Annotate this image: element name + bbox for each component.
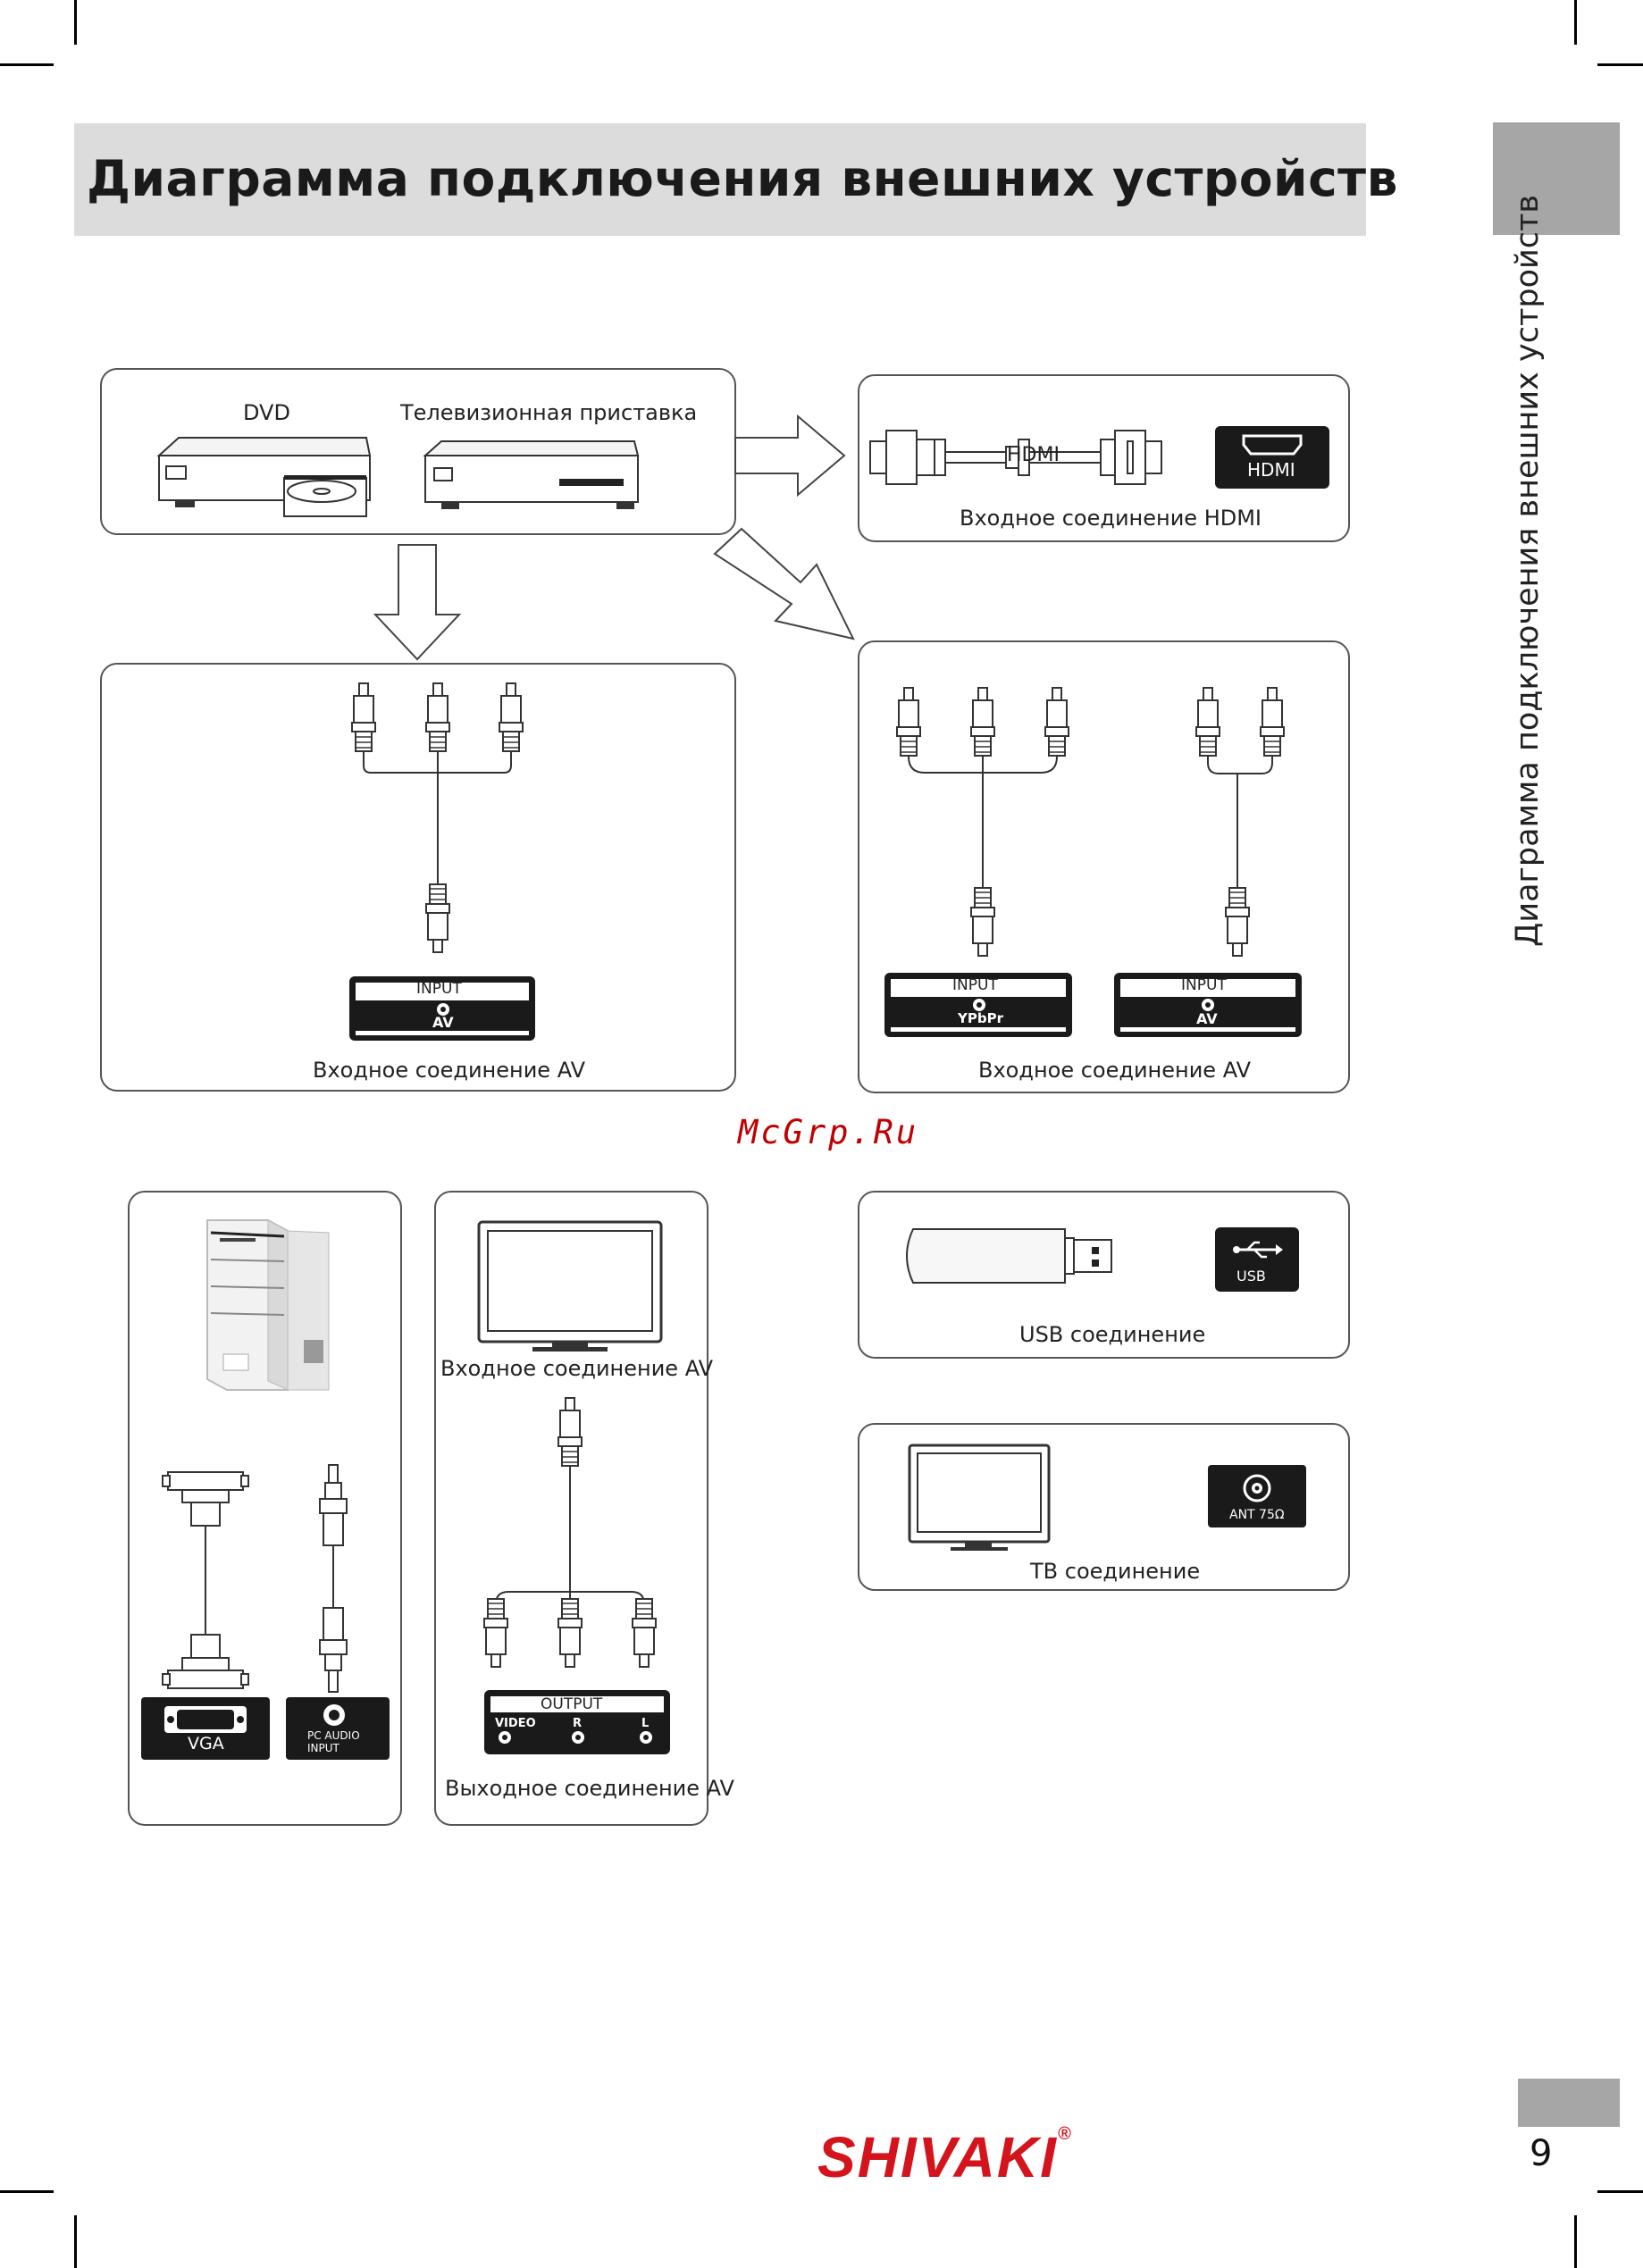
page-title: Диаграмма подключения внешних устройств xyxy=(87,150,1398,207)
av-output-cable-icon xyxy=(483,1397,657,1668)
av-output-port-l: L xyxy=(641,1717,650,1730)
av-left-box xyxy=(100,663,736,1092)
dvd-player-icon xyxy=(156,437,372,517)
vga-cable-icon xyxy=(162,1471,249,1689)
ypbpr-port-top: INPUT xyxy=(952,976,998,994)
crop-mark xyxy=(1597,2190,1643,2193)
side-tab xyxy=(1493,122,1620,235)
av-left-caption: Входное соединение AV xyxy=(313,1058,585,1083)
vga-label: VGA xyxy=(188,1734,224,1753)
usb-port-label: USB xyxy=(1236,1268,1266,1285)
av-cable-right-icon xyxy=(1195,687,1285,957)
crop-mark xyxy=(0,63,54,66)
antenna-port xyxy=(1208,1465,1306,1527)
pc-tower-icon xyxy=(206,1219,330,1391)
av-output-port-video: VIDEO xyxy=(495,1717,536,1730)
set-top-box-icon xyxy=(423,440,640,509)
hdmi-caption: Входное соединение HDMI xyxy=(960,506,1262,531)
usb-caption: USB соединение xyxy=(1019,1322,1206,1347)
av-right-port-bottom: AV xyxy=(1196,1010,1218,1027)
crop-mark xyxy=(74,0,77,45)
usb-port xyxy=(1215,1227,1299,1292)
hdmi-port-label: HDMI xyxy=(1247,459,1295,481)
tv-icon xyxy=(908,1444,1051,1551)
arrow-right xyxy=(734,414,846,498)
av-left-port-top: INPUT xyxy=(416,980,462,998)
av-output-port xyxy=(484,1690,670,1754)
av-output-port-r: R xyxy=(573,1717,583,1730)
arrow-down xyxy=(373,544,462,661)
antenna-port-label: ANT 75Ω xyxy=(1229,1508,1285,1522)
ypbpr-cable-icon xyxy=(896,687,1069,957)
watermark: McGrp.Ru xyxy=(738,1113,919,1151)
tv-out-top-caption: Входное соединение AV xyxy=(440,1356,713,1381)
tv-monitor-icon xyxy=(477,1220,663,1352)
crop-mark xyxy=(1574,2215,1577,2268)
vga-port xyxy=(141,1697,270,1760)
av-input-port-left xyxy=(349,976,535,1041)
pc-audio-port xyxy=(286,1697,390,1760)
audio-cable-icon xyxy=(319,1464,348,1693)
hdmi-cable-icon xyxy=(869,430,1162,485)
crop-mark xyxy=(74,2215,77,2268)
av-left-port-bottom: AV xyxy=(432,1014,454,1031)
page-number-tab xyxy=(1518,2079,1620,2127)
ypbpr-input-port xyxy=(884,973,1072,1037)
ypbpr-port-bottom: YPbPr xyxy=(958,1010,1003,1026)
hdmi-port xyxy=(1215,426,1329,489)
dvd-label: DVD xyxy=(243,400,290,425)
pc-audio-label-1: PC AUDIO xyxy=(307,1729,360,1742)
av-output-caption: Выходное соединение AV xyxy=(445,1776,734,1801)
shivaki-logo: SHIVAKI® xyxy=(817,2124,1073,2189)
set-top-box-label: Телевизионная приставка xyxy=(400,400,698,425)
page-number: 9 xyxy=(1530,2133,1553,2174)
av-right-port-top: INPUT xyxy=(1181,976,1227,994)
title-bar xyxy=(74,123,1366,236)
usb-stick-icon xyxy=(906,1228,1112,1284)
arrow-diagonal xyxy=(713,527,855,640)
tv-caption: ТВ соединение xyxy=(1030,1559,1201,1584)
rca-cable-icon xyxy=(351,682,524,953)
av-input-port-right xyxy=(1114,973,1302,1037)
crop-mark xyxy=(1597,63,1643,66)
crop-mark xyxy=(1574,0,1577,45)
av-right-caption: Входное соединение AV xyxy=(978,1058,1251,1083)
pc-audio-label-2: INPUT xyxy=(307,1742,339,1754)
crop-mark xyxy=(0,2190,54,2193)
hdmi-cable-label: HDMI xyxy=(1007,444,1060,466)
av-output-port-title: OUTPUT xyxy=(541,1695,603,1713)
